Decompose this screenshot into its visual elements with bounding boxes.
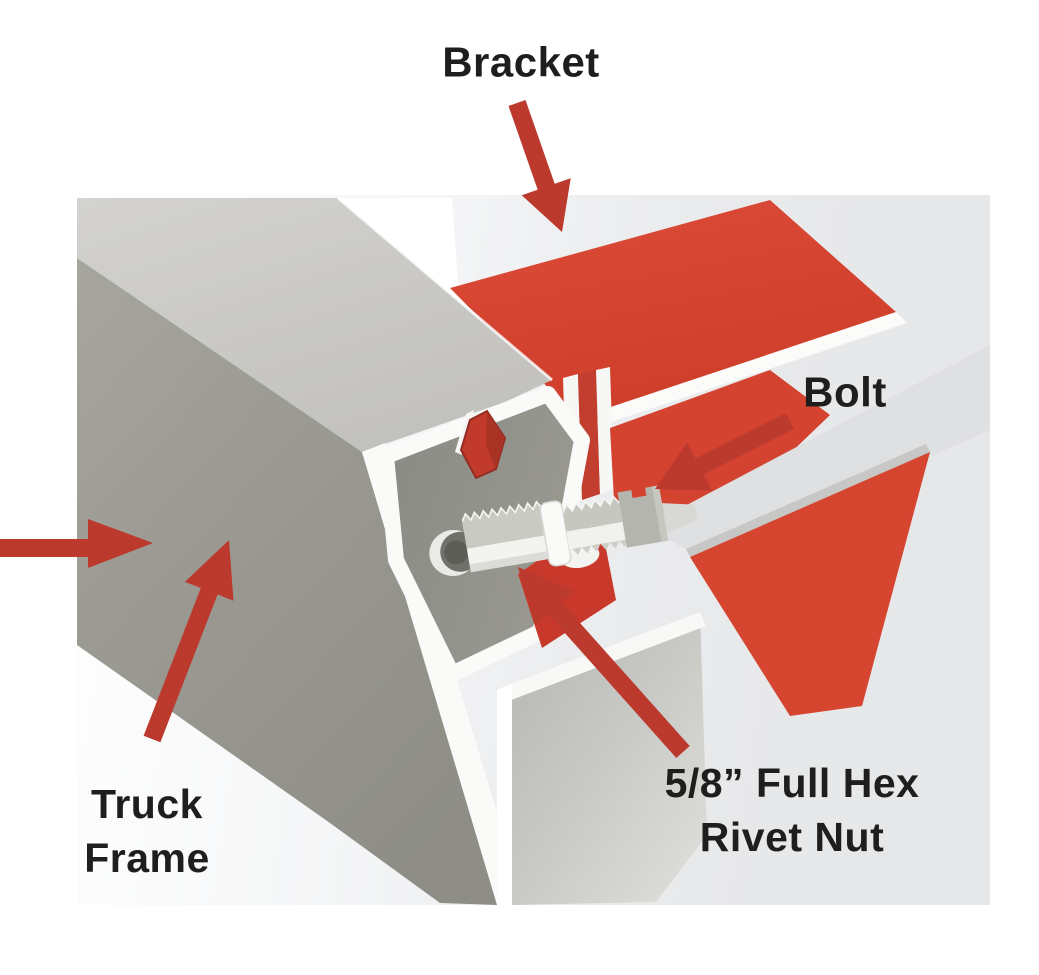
rivet-nut-arrow <box>518 567 690 758</box>
slot-hole-shadow <box>486 411 505 469</box>
bolt-shank-section <box>563 498 623 532</box>
bolt-head-edge <box>651 485 669 542</box>
bolt-arrow <box>655 413 795 491</box>
truck-frame-arrow-left <box>0 519 153 568</box>
rivet-nut-label-line1: 5/8” Full Hex <box>664 759 920 806</box>
frame-front-face <box>77 258 497 905</box>
bracket-lower-leg <box>690 452 930 716</box>
bolt-shape <box>429 485 698 577</box>
rivet-nut-section <box>462 503 547 549</box>
bracket-lower-leg-bevel <box>686 444 930 557</box>
bracket-top-plate <box>450 200 896 418</box>
rivet-nut-bore <box>444 540 469 565</box>
frame-top-face <box>77 198 552 452</box>
bracket-label: Bracket <box>442 38 600 86</box>
truck-frame-arrow-up <box>143 540 234 743</box>
frame-top-highlight <box>337 196 553 382</box>
truck-frame-label: Truck Frame <box>84 777 210 885</box>
bolt-tip <box>661 503 698 533</box>
bolt-shank <box>566 522 626 550</box>
callout-arrows <box>0 100 795 758</box>
truck-frame-label-line1: Truck <box>91 780 203 827</box>
rivet-nut-body-shade <box>469 550 551 573</box>
bolt-label: Bolt <box>803 368 887 416</box>
rivet-nut-shape <box>461 500 600 573</box>
rivet-nut-label: 5/8” Full Hex Rivet Nut <box>665 756 920 864</box>
bracket-web-cut-face-right <box>596 367 614 494</box>
frame-section-gap <box>497 684 512 905</box>
bracket-bottom-flange <box>645 345 990 558</box>
truck-frame-label-line2: Frame <box>84 835 210 881</box>
bracket-plate-edge <box>578 312 907 430</box>
bracket-arrow <box>508 100 571 232</box>
rivet-nut-label-line2: Rivet Nut <box>699 814 885 860</box>
frame-bottom-flange-inner <box>506 612 707 905</box>
